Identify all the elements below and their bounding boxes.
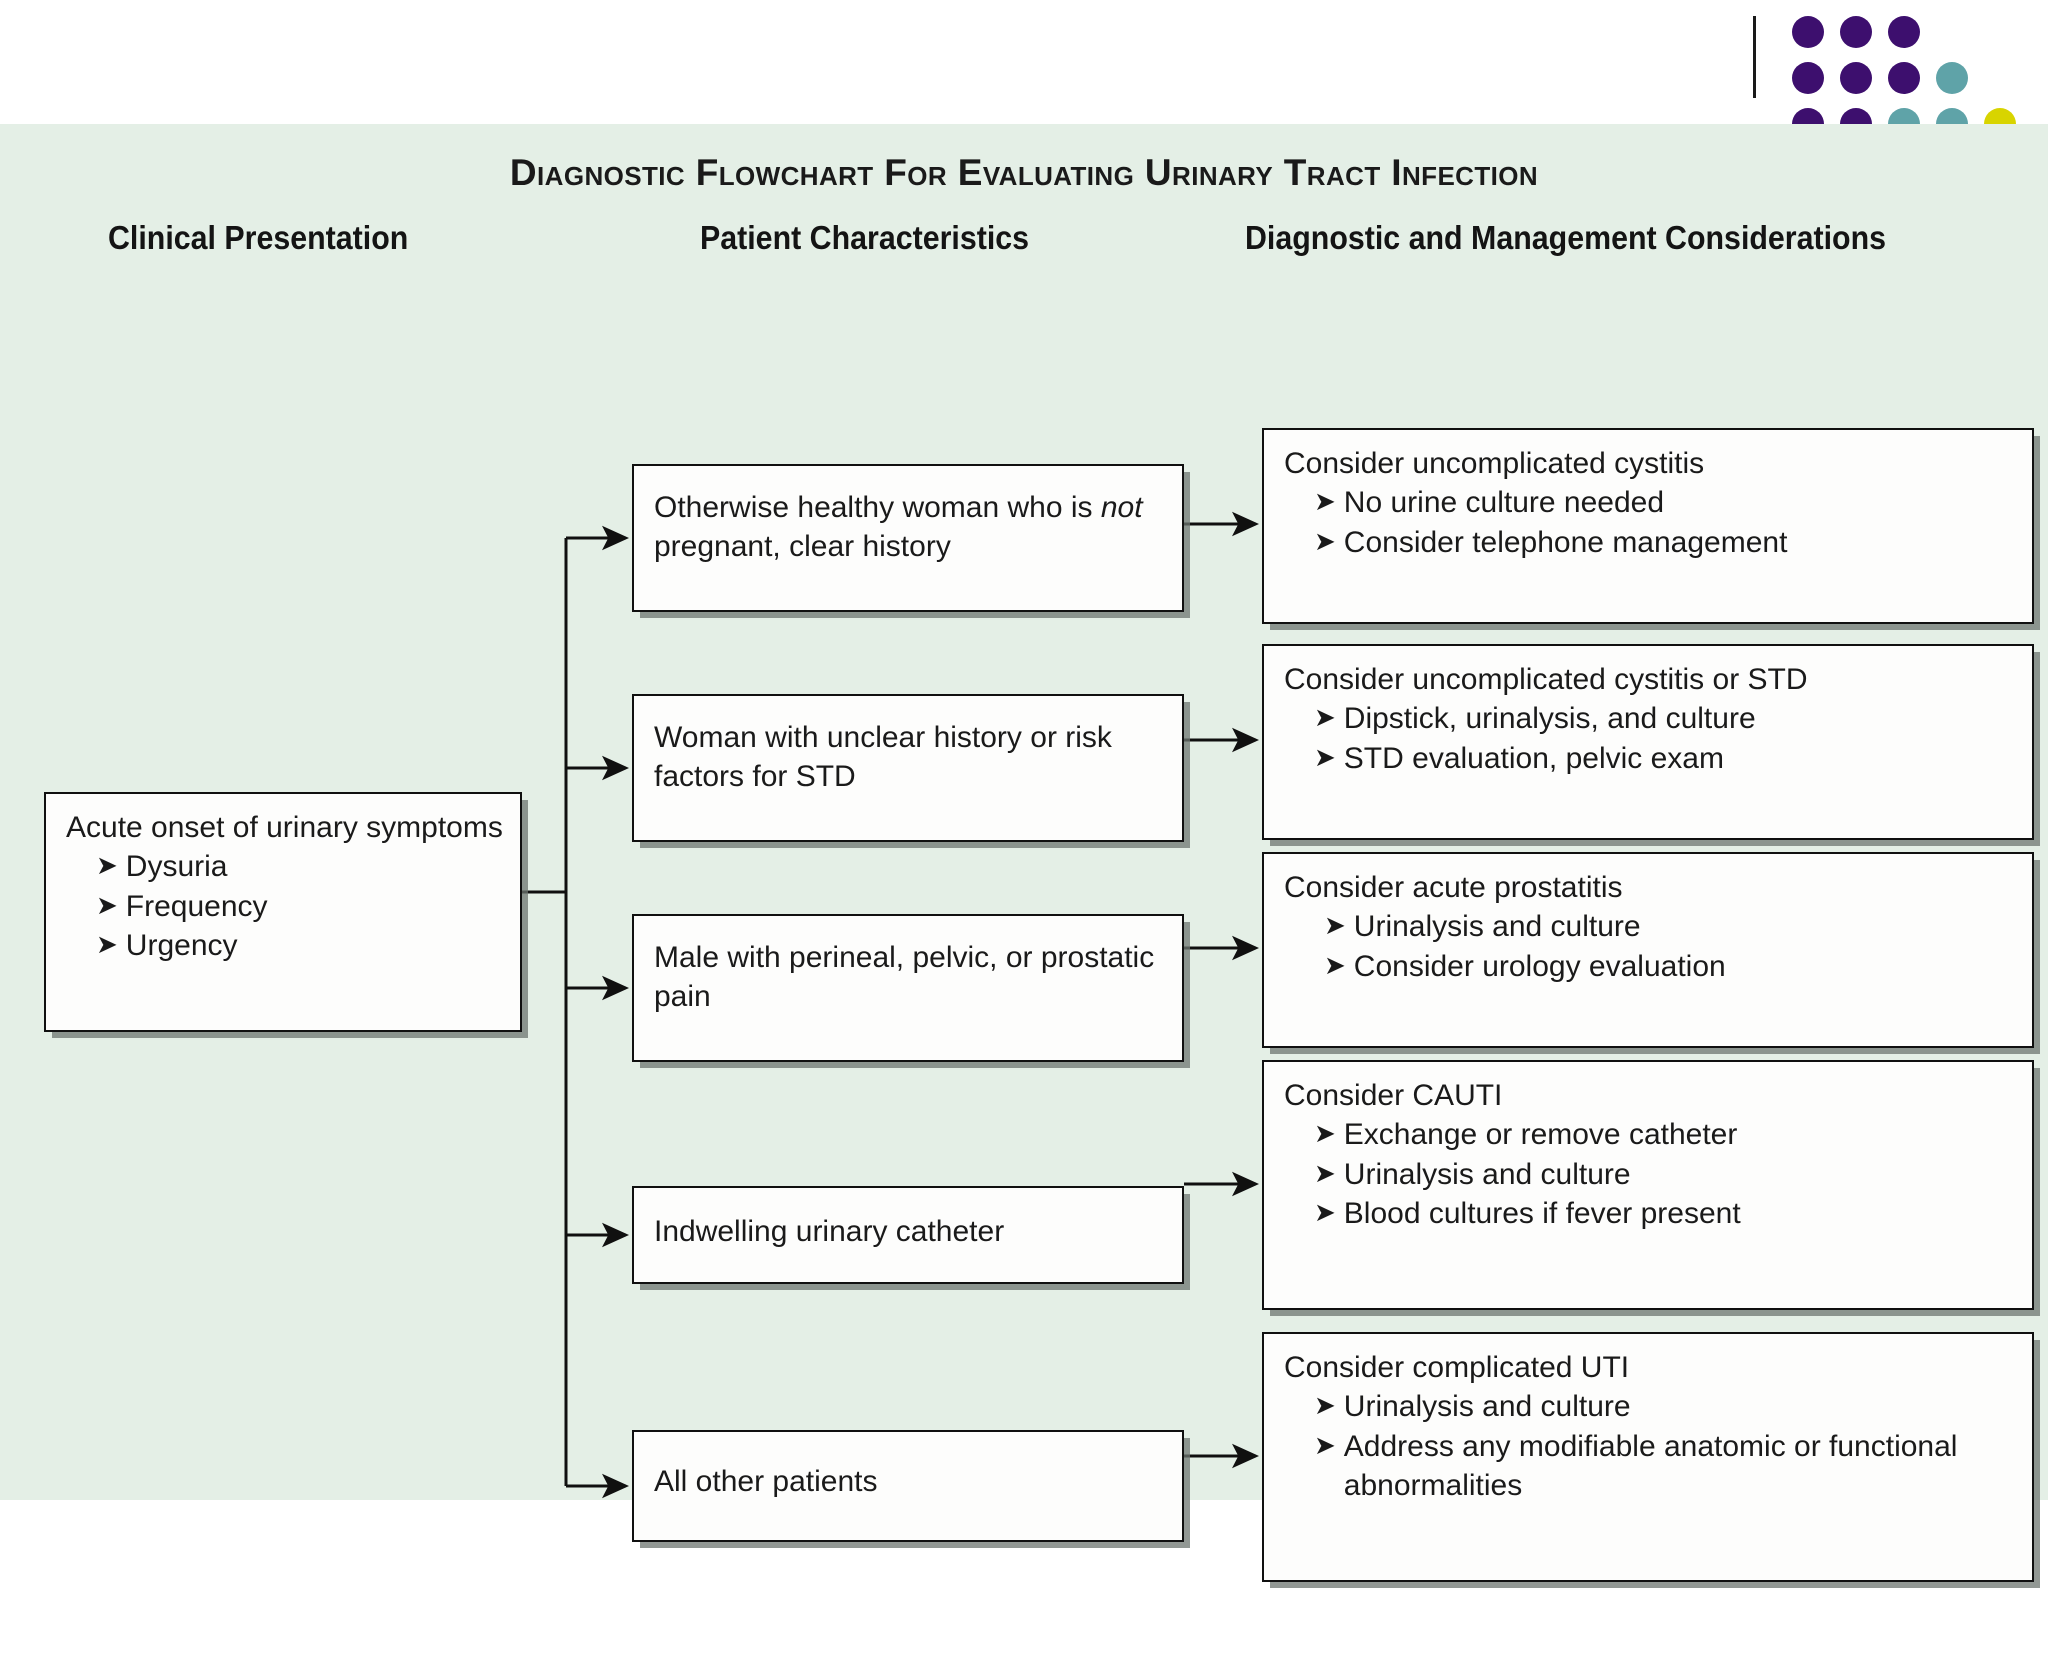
node-text: Otherwise healthy woman who is not pregn… [654, 491, 1143, 564]
column-header-patient-characteristics: Patient Characteristics [700, 219, 1030, 256]
arrow-bullet-icon: ➤ [1314, 702, 1336, 733]
arrow-bullet-icon: ➤ [1314, 525, 1336, 556]
bullet-item: ➤Dysuria [66, 847, 504, 886]
bullet-text: Dipstick, urinalysis, and culture [1343, 702, 1756, 736]
arrow-bullet-icon: ➤ [1314, 1118, 1336, 1149]
bullet-item: ➤Urinalysis and culture [1284, 1387, 2016, 1426]
bullet-item: ➤Urgency [66, 926, 504, 965]
arrow-bullet-icon: ➤ [96, 928, 118, 959]
node-dx-complicated-uti[interactable]: Consider complicated UTI ➤Urinalysis and… [1262, 1332, 2034, 1582]
node-patient-all-other[interactable]: All other patients [632, 1430, 1184, 1542]
bullet-item: ➤STD evaluation, pelvic exam [1284, 739, 2016, 778]
logo-dot-teal [1936, 62, 1968, 94]
logo-dot-empty [1936, 16, 1968, 48]
arrow-bullet-icon: ➤ [1324, 910, 1346, 941]
bullet-item: ➤Urinalysis and culture [1284, 1155, 2016, 1194]
bullet-item: ➤Consider telephone management [1284, 523, 2016, 562]
arrow-bullet-icon: ➤ [1314, 1429, 1336, 1460]
node-heading: Consider complicated UTI [1284, 1351, 1630, 1384]
bullet-text: Frequency [125, 889, 268, 923]
node-heading: Consider acute prostatitis [1284, 871, 1623, 904]
node-heading: Consider uncomplicated cystitis or STD [1284, 663, 1808, 696]
logo-dot-purple [1840, 16, 1872, 48]
logo-dot-purple [1888, 16, 1920, 48]
node-text: All other patients [654, 1465, 878, 1498]
node-bullet-list: ➤Urinalysis and culture➤Consider urology… [1284, 907, 2016, 986]
bullet-item: ➤Urinalysis and culture [1284, 907, 2016, 946]
bullet-text: STD evaluation, pelvic exam [1343, 741, 1724, 775]
node-bullet-list: ➤Exchange or remove catheter➤Urinalysis … [1284, 1115, 2016, 1233]
node-patient-indwelling-catheter[interactable]: Indwelling urinary catheter [632, 1186, 1184, 1284]
flowchart-panel: Diagnostic Flowchart For Evaluating Urin… [0, 124, 2048, 1582]
bullet-text: Consider telephone management [1343, 525, 1788, 559]
logo-dot-purple [1792, 62, 1824, 94]
page-title: Diagnostic Flowchart For Evaluating Urin… [509, 152, 1539, 193]
bullet-text: Urgency [125, 928, 238, 962]
node-heading: Consider uncomplicated cystitis [1284, 447, 1705, 480]
node-heading: Consider CAUTI [1284, 1079, 1503, 1112]
arrow-bullet-icon: ➤ [96, 850, 118, 881]
bullet-item: ➤Dipstick, urinalysis, and culture [1284, 699, 2016, 738]
bullet-text: Consider urology evaluation [1353, 949, 1726, 983]
emphasized-word: not [1100, 491, 1143, 524]
bullet-text: Urinalysis and culture [1353, 910, 1641, 944]
bullet-text: Urinalysis and culture [1343, 1157, 1631, 1191]
node-dx-cystitis-or-std[interactable]: Consider uncomplicated cystitis or STD ➤… [1262, 644, 2034, 840]
bullet-text: Address any modifiable anatomic or funct… [1343, 1429, 1958, 1502]
arrow-bullet-icon: ➤ [1314, 486, 1336, 517]
column-header-diagnostic-considerations: Diagnostic and Management Considerations [1245, 219, 1887, 256]
bullet-text: Blood cultures if fever present [1343, 1196, 1741, 1230]
node-dx-acute-prostatitis[interactable]: Consider acute prostatitis ➤Urinalysis a… [1262, 852, 2034, 1048]
node-dx-uncomplicated-cystitis[interactable]: Consider uncomplicated cystitis ➤No urin… [1262, 428, 2034, 624]
node-heading: Acute onset of urinary symptoms [66, 811, 503, 844]
column-header-clinical-presentation: Clinical Presentation [108, 219, 409, 256]
arrow-bullet-icon: ➤ [1314, 1196, 1336, 1227]
arrow-bullet-icon: ➤ [1314, 1390, 1336, 1421]
arrow-bullet-icon: ➤ [96, 889, 118, 920]
bullet-text: Urinalysis and culture [1343, 1390, 1631, 1424]
node-text: Indwelling urinary catheter [654, 1215, 1005, 1248]
node-patient-healthy-woman[interactable]: Otherwise healthy woman who is not pregn… [632, 464, 1184, 612]
node-bullet-list: ➤No urine culture needed➤Consider teleph… [1284, 483, 2016, 562]
logo-divider-rule [1753, 16, 1756, 98]
arrow-bullet-icon: ➤ [1314, 1157, 1336, 1188]
logo-dot-empty [1984, 62, 2016, 94]
bullet-item: ➤Frequency [66, 887, 504, 926]
bullet-text: Exchange or remove catheter [1343, 1118, 1738, 1152]
logo-dot-purple [1840, 62, 1872, 94]
top-band [0, 0, 2048, 140]
bullet-item: ➤Address any modifiable anatomic or func… [1284, 1427, 2016, 1506]
bullet-text: No urine culture needed [1343, 486, 1665, 520]
bullet-text: Dysuria [125, 850, 228, 884]
node-bullet-list: ➤Dysuria➤Frequency➤Urgency [66, 847, 504, 965]
bullet-item: ➤No urine culture needed [1284, 483, 2016, 522]
node-patient-male-prostatic-pain[interactable]: Male with perineal, pelvic, or prostatic… [632, 914, 1184, 1062]
node-bullet-list: ➤Dipstick, urinalysis, and culture➤STD e… [1284, 699, 2016, 778]
bullet-item: ➤Blood cultures if fever present [1284, 1194, 2016, 1233]
node-text: Male with perineal, pelvic, or prostatic… [654, 941, 1155, 1014]
logo-dot-purple [1792, 16, 1824, 48]
logo-dot-empty [1984, 16, 2016, 48]
node-bullet-list: ➤Urinalysis and culture➤Address any modi… [1284, 1387, 2016, 1505]
node-text: Woman with unclear history or risk facto… [654, 721, 1112, 794]
node-patient-unclear-history[interactable]: Woman with unclear history or risk facto… [632, 694, 1184, 842]
arrow-bullet-icon: ➤ [1324, 949, 1346, 980]
node-dx-cauti[interactable]: Consider CAUTI ➤Exchange or remove cathe… [1262, 1060, 2034, 1310]
logo-dot-purple [1888, 62, 1920, 94]
bullet-item: ➤Consider urology evaluation [1284, 947, 2016, 986]
bullet-item: ➤Exchange or remove catheter [1284, 1115, 2016, 1154]
arrow-bullet-icon: ➤ [1314, 741, 1336, 772]
node-clinical-presentation[interactable]: Acute onset of urinary symptoms ➤Dysuria… [44, 792, 522, 1032]
